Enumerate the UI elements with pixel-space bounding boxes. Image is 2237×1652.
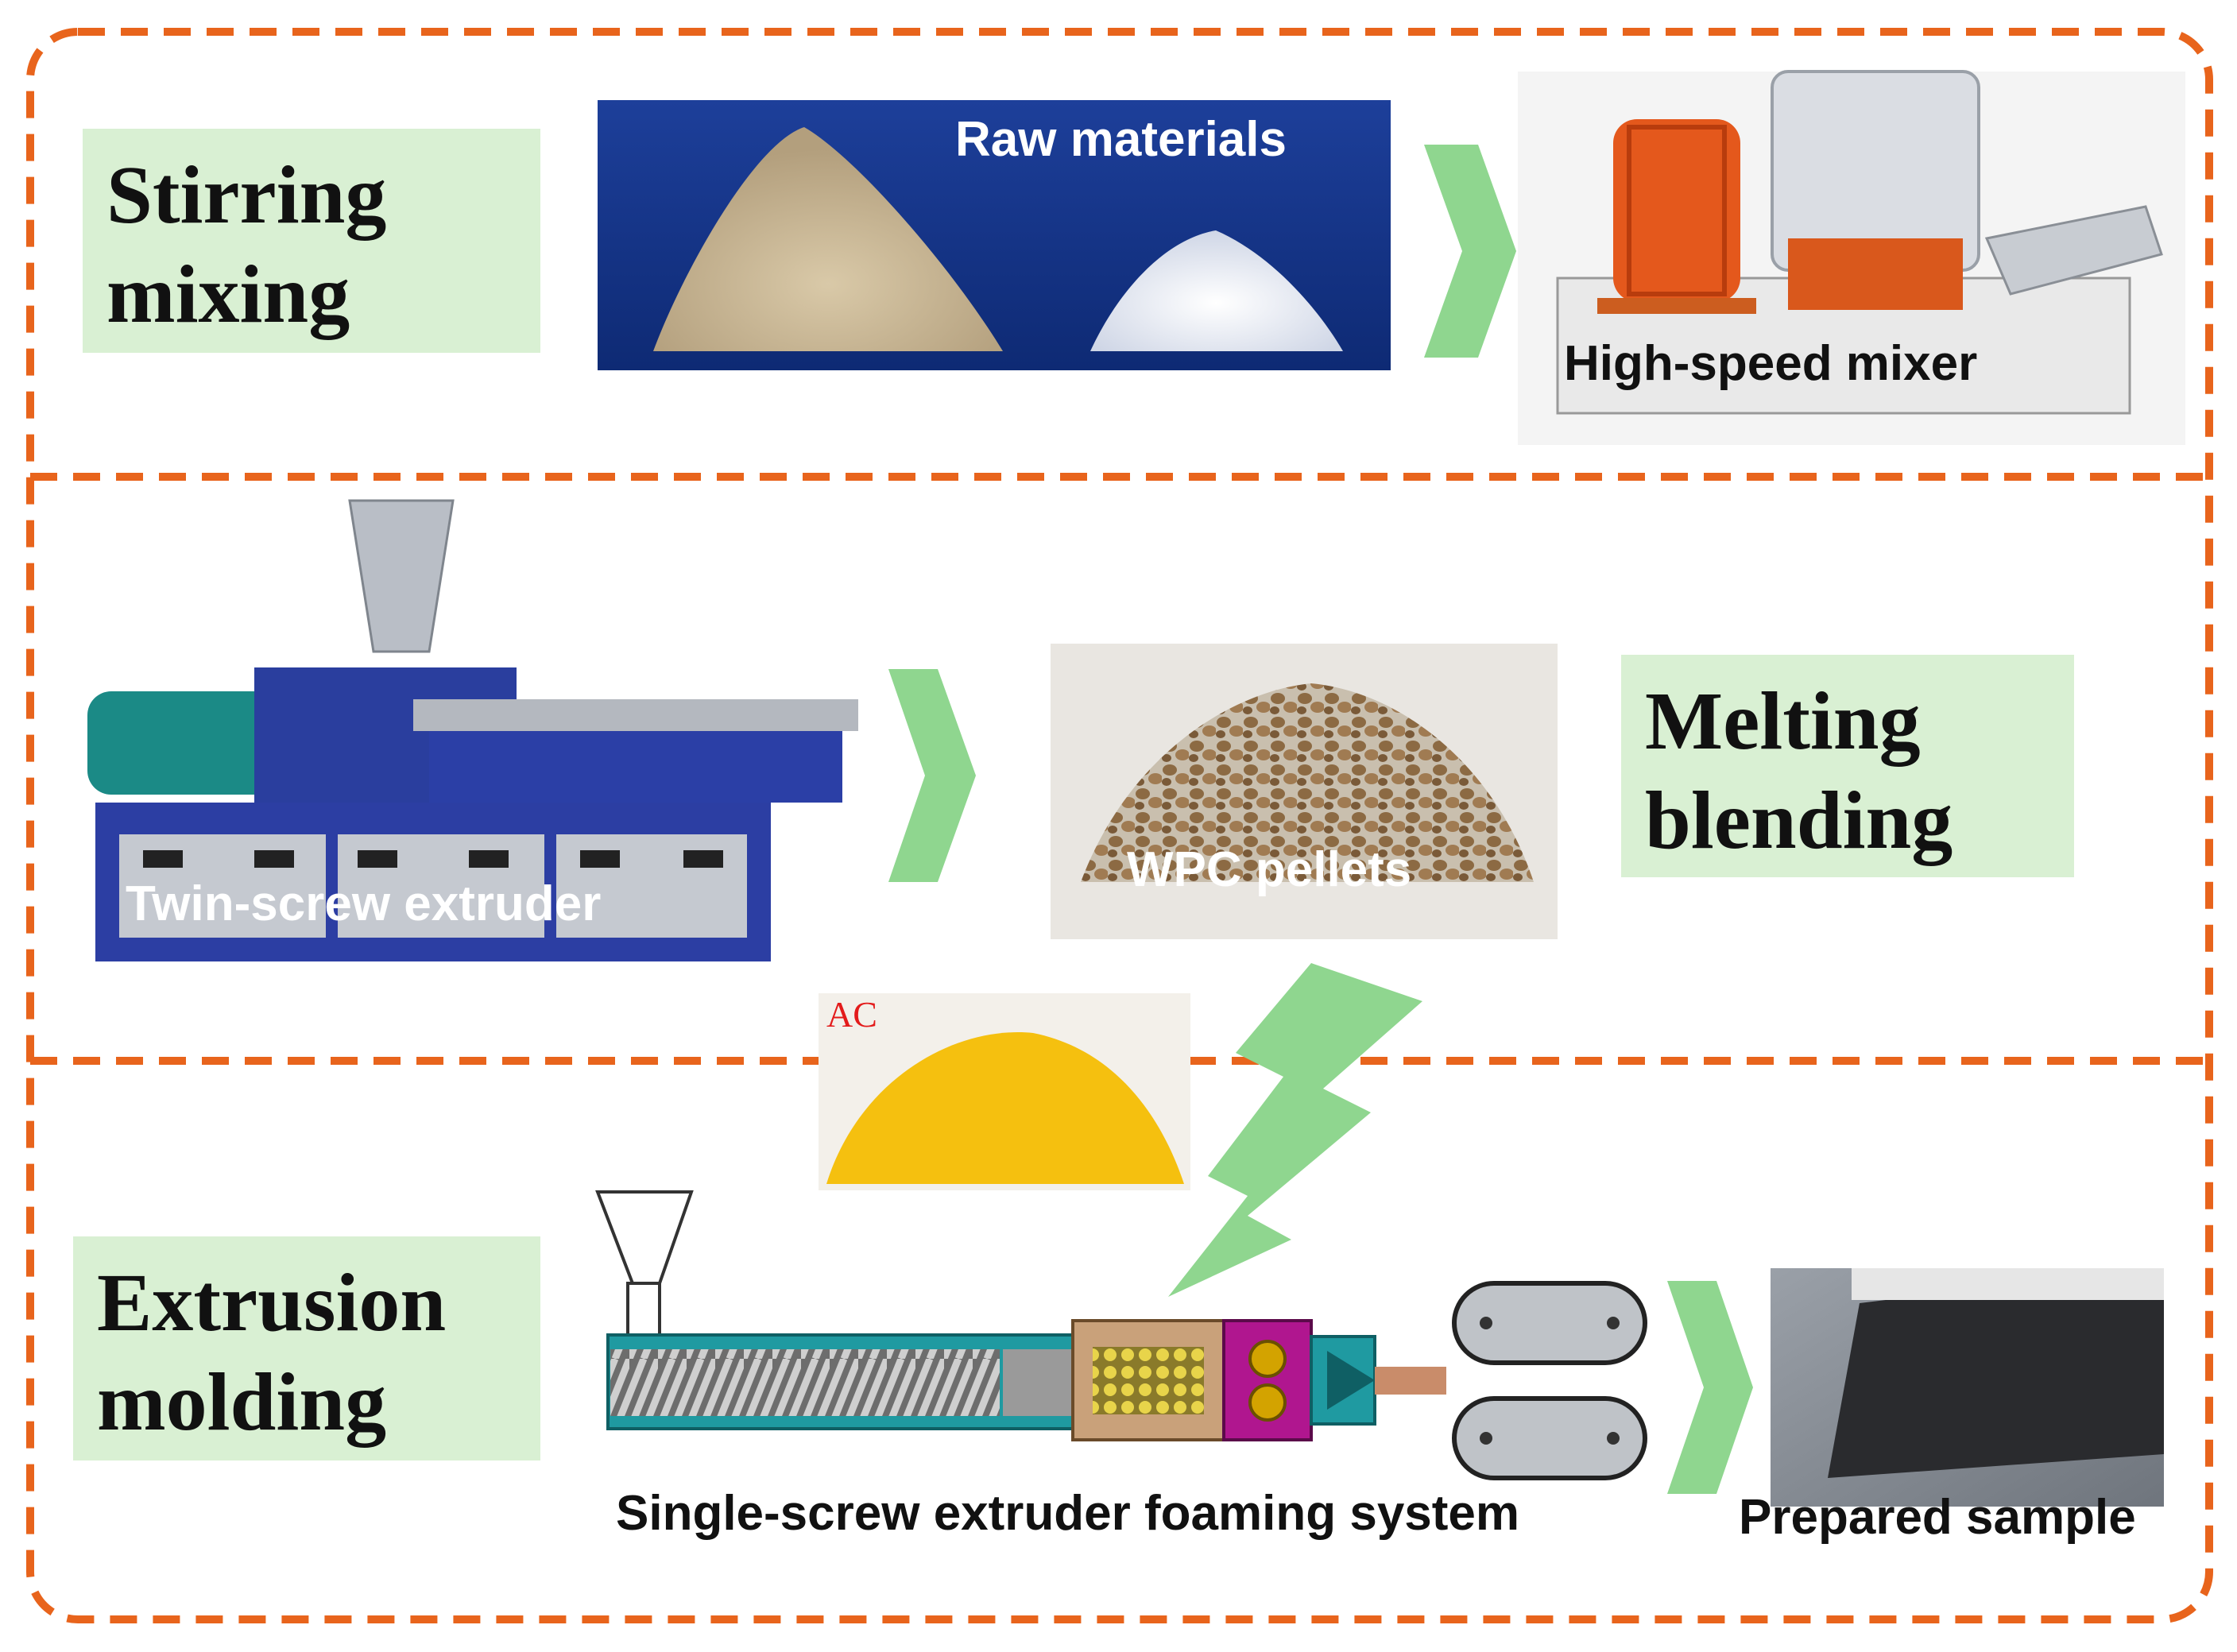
prepared-sample-image: Prepared sample <box>1739 1268 2164 1545</box>
stage-label-melting-line2: blending <box>1645 774 1953 866</box>
ac-label: AC <box>826 994 877 1035</box>
stage-label-stirring-line1: Stirring <box>106 149 387 241</box>
wpc-pellets-image: WPC pellets <box>1051 644 1558 939</box>
raw-materials-caption: Raw materials <box>955 112 1287 167</box>
single-screw-extruder-image: Single-screw extruder foaming system <box>595 1190 1647 1541</box>
single-screw-caption: Single-screw extruder foaming system <box>616 1486 1519 1541</box>
stage-label-extrusion-line1: Extrusion <box>97 1257 447 1348</box>
stage-label-melting: Melting blending <box>1621 655 2074 877</box>
stage-label-melting-line1: Melting <box>1645 675 1921 767</box>
arrow-chevron-3 <box>1667 1281 1753 1494</box>
twin-screw-extruder-image: Twin-screw extruder <box>87 499 858 961</box>
lightning-arrow <box>1168 963 1422 1297</box>
stage-label-extrusion: Extrusion molding <box>73 1236 540 1460</box>
arrow-chevron-1 <box>1424 145 1516 358</box>
ac-powder-image: AC <box>819 993 1190 1190</box>
stage-label-stirring-line2: mixing <box>106 248 350 340</box>
stage-label-extrusion-line2: molding <box>97 1356 387 1448</box>
stage-label-stirring: Stirring mixing <box>83 129 540 353</box>
high-speed-mixer-image: High-speed mixer <box>1518 70 2185 445</box>
sample-caption: Prepared sample <box>1739 1490 2136 1545</box>
arrow-chevron-2 <box>888 669 976 882</box>
raw-materials-image: Raw materials <box>598 100 1391 370</box>
outer-dashed-frame <box>26 28 2213 1623</box>
mixer-caption: High-speed mixer <box>1564 336 1977 391</box>
pellets-caption: WPC pellets <box>1127 842 1411 897</box>
twin-screw-caption: Twin-screw extruder <box>126 876 601 931</box>
